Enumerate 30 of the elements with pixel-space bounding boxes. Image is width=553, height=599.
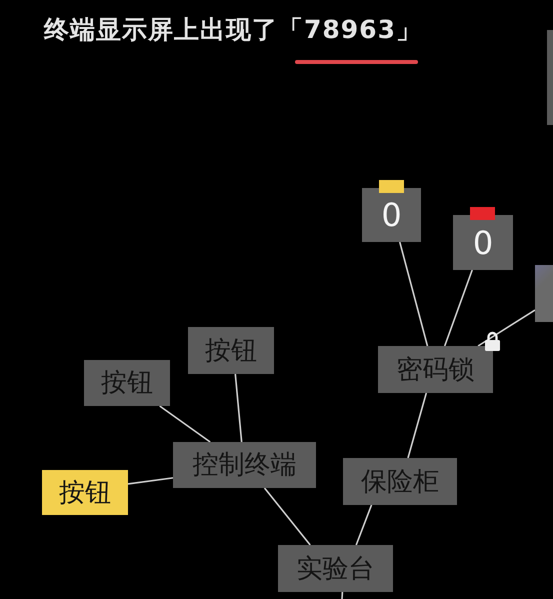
node-label: 按钮	[205, 338, 257, 364]
counter-box	[362, 188, 421, 242]
node-box	[84, 360, 170, 406]
digit-label: 0	[381, 199, 402, 231]
node-label: 控制终端	[192, 452, 296, 478]
digit-label: 0	[472, 226, 494, 258]
connector-line	[264, 488, 311, 546]
connector-line	[444, 270, 473, 346]
connector-line	[128, 477, 174, 485]
highlighted-node-box	[42, 470, 128, 515]
node-label: 按钮	[59, 480, 111, 506]
node-label: 密码锁	[396, 356, 474, 382]
node-label: 按钮	[101, 370, 153, 396]
partial-box	[535, 265, 553, 322]
connector-line	[398, 242, 428, 346]
node-box	[343, 458, 457, 505]
connector-line	[341, 592, 344, 599]
node-label: 保险柜	[361, 468, 439, 494]
connector-line	[407, 392, 428, 458]
node-box	[278, 545, 393, 592]
connector-line	[355, 504, 372, 546]
counter-box	[453, 215, 513, 270]
connector-line	[478, 309, 536, 347]
node-box	[188, 327, 274, 374]
node-label: 实验台	[296, 556, 374, 582]
node-box	[378, 346, 493, 393]
node-box	[173, 442, 316, 488]
connector-line	[234, 374, 242, 442]
title: 终端显示屏上出现了「78963」	[44, 16, 422, 44]
connector-line	[159, 405, 211, 443]
